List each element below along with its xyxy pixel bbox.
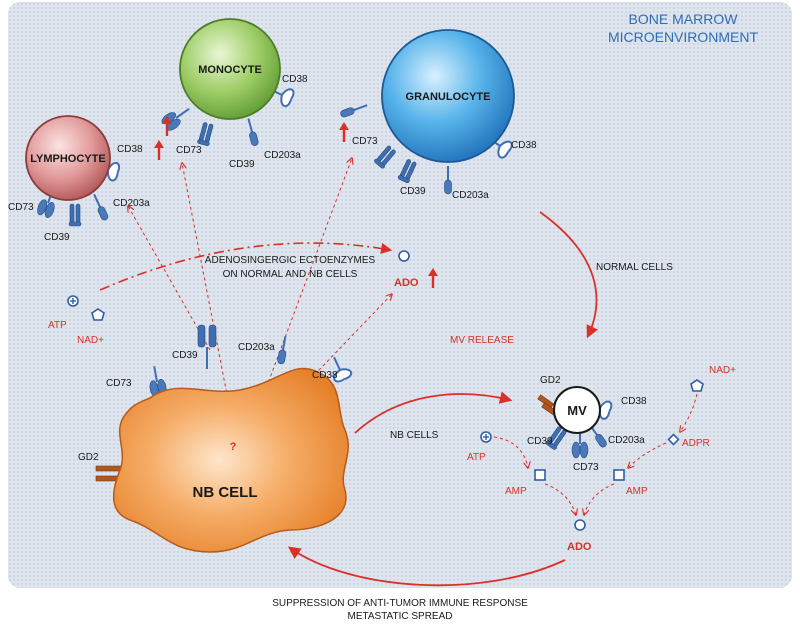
nb-cells-label: NB CELLS: [390, 430, 439, 441]
lymphocyte-group: LYMPHOCYTE CD38 CD73 CD39 CD203a: [8, 115, 150, 243]
nb-cd39-receptor: [197, 324, 217, 369]
mv-cd38-label: CD38: [621, 396, 647, 407]
amp-label-right: AMP: [626, 486, 648, 497]
lymphocyte-cd73-label: CD73: [8, 202, 34, 213]
title-line2: MICROENVIRONMENT: [608, 29, 759, 45]
atp-label-left: ATP: [48, 320, 67, 331]
mv-cd39-label: CD39: [527, 436, 553, 447]
arrow-to-monocyte: [182, 163, 231, 411]
amp-label-left: AMP: [505, 486, 527, 497]
lymphocyte-cd38-label: CD38: [117, 144, 143, 155]
granulocyte-group: GRANULOCYTE CD73 CD39 CD203a CD38: [338, 29, 537, 201]
lymphocyte-cd39-label: CD39: [44, 232, 70, 243]
monocyte-cd203a-receptor: [243, 116, 261, 148]
nad-label-left: NAD+: [77, 335, 104, 346]
amp-left-to-ado-arrow: [544, 483, 576, 515]
normal-cells-label: NORMAL CELLS: [596, 262, 673, 273]
atp-to-amp-arrow: [493, 436, 528, 468]
mv-label: MV: [567, 403, 587, 418]
arrow-to-lymphocyte: [128, 206, 211, 351]
nad-symbol-left: [91, 308, 105, 321]
atp-label-right: ATP: [467, 452, 486, 463]
granulocyte-increase-arrow: [337, 120, 351, 144]
arrow-to-ado: [272, 294, 392, 419]
nb-cell: [112, 367, 349, 553]
granulocyte-cd39-receptor-b: [397, 158, 418, 184]
monocyte-cd73-receptor: [158, 101, 195, 134]
nb-to-mv-arrow: [354, 391, 513, 434]
mv-cd73-label: CD73: [573, 462, 599, 473]
atp-to-ado-arrow: [99, 242, 393, 291]
lymphocyte-cd39-receptor: [68, 203, 82, 227]
nad-to-adpr-arrow: [680, 393, 698, 432]
nad-symbol-right: [690, 379, 704, 392]
mv-release-label: MV RELEASE: [450, 335, 514, 346]
adenosinergic-line2: ON NORMAL AND NB CELLS: [223, 269, 358, 280]
amp-right-to-ado-arrow: [584, 483, 615, 515]
granulocyte-cd39-receptor-a: [373, 144, 398, 170]
mv-group: MV GD2 CD38 CD39 CD203a CD73: [527, 375, 647, 473]
ado-symbol-top: [398, 250, 410, 262]
adpr-label: ADPR: [682, 438, 710, 449]
monocyte-cd39-label: CD39: [229, 159, 255, 170]
granulocyte-cd38-label: CD38: [511, 140, 537, 151]
monocyte-cd38-label: CD38: [282, 74, 308, 85]
title-line1: BONE MARROW: [629, 11, 739, 27]
granulocyte-label: GRANULOCYTE: [406, 91, 491, 103]
lymphocyte-cell: [25, 115, 111, 201]
monocyte-cell: [179, 18, 281, 120]
nb-cell-label: NB CELL: [193, 484, 258, 501]
atp-symbol-right: [480, 431, 492, 443]
nb-gd2-label: GD2: [78, 452, 99, 463]
nad-label-right: NAD+: [709, 365, 736, 376]
caption-line1: SUPPRESSION OF ANTI-TUMOR IMMUNE RESPONS…: [272, 598, 528, 609]
monocyte-cd39-receptor: [196, 121, 215, 147]
lymphocyte-increase-arrow: [152, 138, 166, 162]
granulocyte-cell: [381, 29, 515, 163]
adpr-to-amp-arrow: [628, 442, 667, 468]
mv-cd203a-label: CD203a: [608, 435, 645, 446]
granulocyte-cd203a-receptor: [443, 165, 453, 195]
atp-symbol-left: [67, 295, 79, 307]
normal-cells-arrow: [539, 211, 598, 339]
ado-label-top: ADO: [394, 277, 419, 289]
adpr-symbol: [667, 433, 680, 446]
ado-increase-arrow: [426, 266, 440, 290]
nb-cd38-label: CD38: [312, 370, 338, 381]
nb-dashed-arrows: [128, 158, 392, 419]
amp-symbol-left: [534, 469, 546, 481]
lymphocyte-label: LYMPHOCYTE: [30, 153, 105, 165]
lymphocyte-cd203a-receptor: [89, 191, 111, 223]
nb-cd203a-label: CD203a: [238, 342, 275, 353]
granulocyte-cd203a-receptor-left: [338, 100, 370, 120]
lymphocyte-cd203a-label: CD203a: [113, 198, 150, 209]
adenosinergic-line1: ADENOSINGERGIC ECTOENZYMES: [205, 255, 376, 266]
arrow-to-granulocyte: [257, 158, 352, 411]
nb-cd39-label: CD39: [172, 350, 198, 361]
ado-label-bottom: ADO: [567, 541, 592, 553]
ado-to-nb-arrow: [287, 546, 566, 587]
nb-cd203a-receptor: [276, 334, 290, 366]
caption-line2: METASTATIC SPREAD: [347, 611, 453, 622]
granulocyte-cd39-label: CD39: [400, 186, 426, 197]
monocyte-cd203a-label: CD203a: [264, 150, 301, 161]
monocyte-cd73-label: CD73: [176, 145, 202, 156]
question-mark: ?: [230, 441, 237, 453]
nb-cell-group: NB CELL ? CD39 CD203a CD73 CD38 GD2: [78, 324, 354, 553]
nb-cd73-label: CD73: [106, 378, 132, 389]
monocyte-label: MONOCYTE: [198, 64, 262, 76]
granulocyte-cd203a-label: CD203a: [452, 190, 489, 201]
granulocyte-cd73-label: CD73: [352, 136, 378, 147]
amp-symbol-right: [613, 469, 625, 481]
mv-pathway-arrows: [493, 393, 698, 515]
monocyte-group: MONOCYTE CD38 CD73 CD39 CD203a: [158, 18, 308, 170]
ado-symbol-bottom: [574, 519, 586, 531]
diagram-canvas: BONE MARROW MICROENVIRONMENT LYMPHOCYTE …: [8, 11, 759, 587]
mv-gd2-label: GD2: [540, 375, 561, 386]
mv-vesicle: [553, 386, 601, 434]
